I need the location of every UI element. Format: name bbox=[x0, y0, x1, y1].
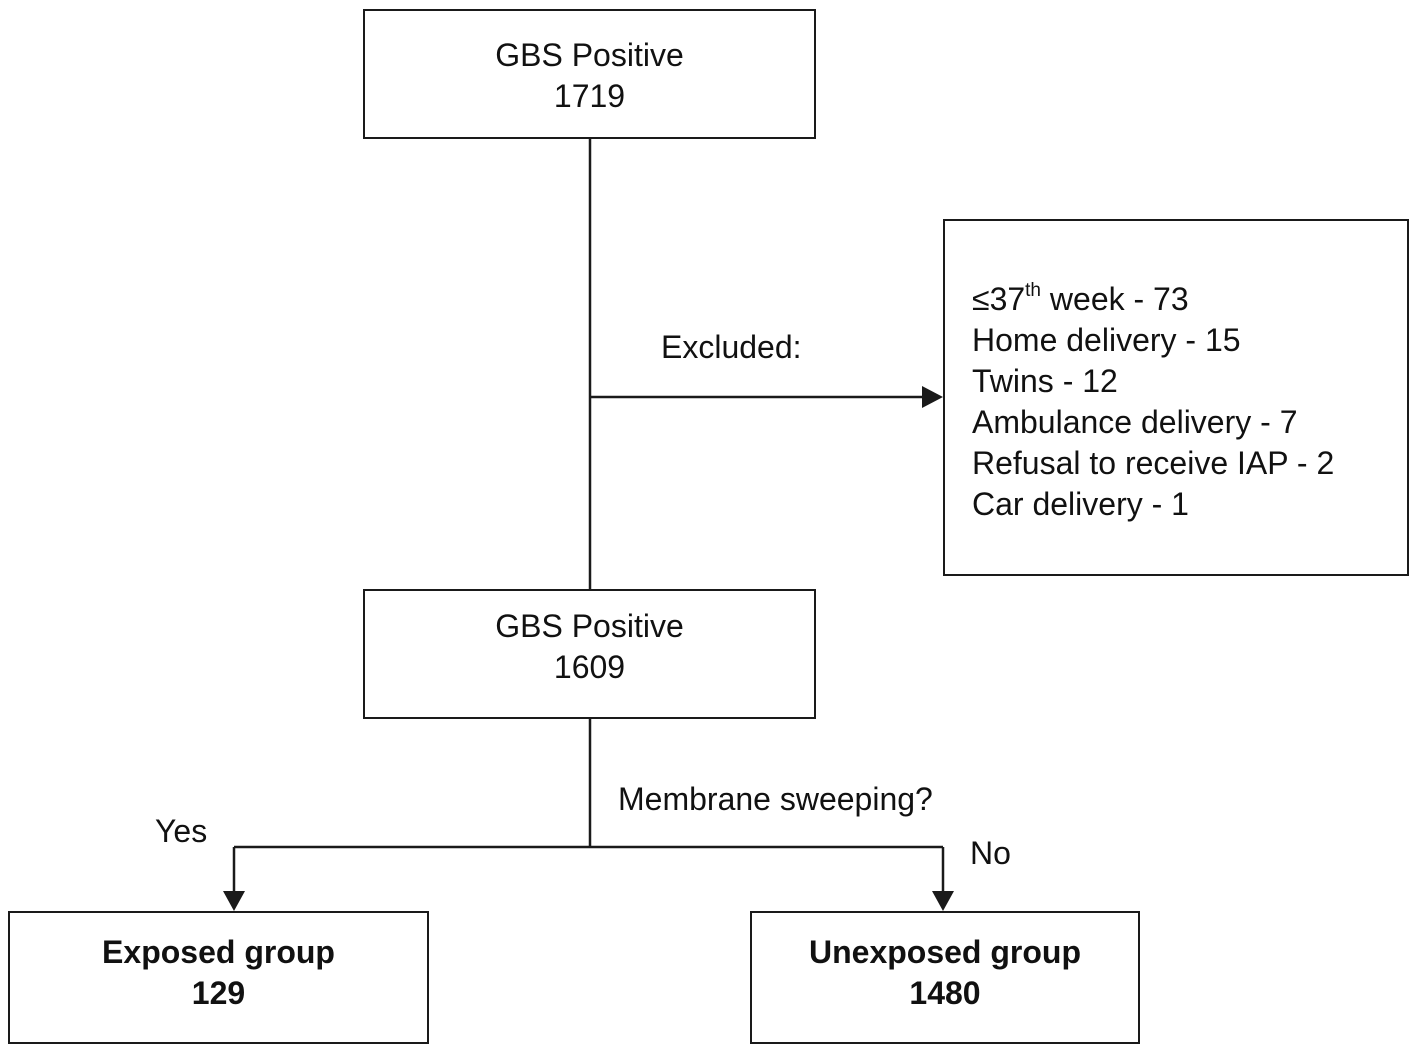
arrowhead-yes bbox=[223, 891, 245, 911]
exclusion-item: Home delivery - 15 bbox=[972, 322, 1241, 358]
box-title: Unexposed group bbox=[808, 934, 1081, 970]
box-count: 1480 bbox=[909, 975, 981, 1011]
exclusion-item-prefix: ≤37 bbox=[972, 281, 1026, 317]
exposed-group-box: Exposed group 129 bbox=[8, 911, 429, 1044]
box-count: 1609 bbox=[553, 649, 626, 685]
arrowhead-no bbox=[932, 891, 954, 911]
exclusion-item: Car delivery - 1 bbox=[972, 486, 1189, 522]
exclusion-item: Ambulance delivery - 7 bbox=[972, 404, 1298, 440]
box-count: 129 bbox=[191, 975, 246, 1011]
exclusion-criteria-box: ≤37th week - 73 Home delivery - 15 Twins… bbox=[943, 219, 1409, 576]
exclusion-item: ≤37th week - 73 bbox=[972, 279, 1407, 320]
membrane-sweeping-question: Membrane sweeping? bbox=[618, 781, 933, 817]
gbs-positive-initial-box: GBS Positive 1719 bbox=[363, 9, 816, 139]
excluded-label: Excluded: bbox=[661, 329, 802, 365]
no-branch-label: No bbox=[970, 835, 1011, 871]
gbs-positive-included-box: GBS Positive 1609 bbox=[363, 589, 816, 719]
box-title: GBS Positive bbox=[495, 608, 684, 644]
exclusion-item-suffix: week - 73 bbox=[1041, 281, 1189, 317]
yes-branch-label: Yes bbox=[155, 813, 208, 849]
exclusion-item: Twins - 12 bbox=[972, 363, 1118, 399]
box-count: 1719 bbox=[553, 78, 626, 114]
exclusion-item: Refusal to receive IAP - 2 bbox=[972, 445, 1335, 481]
box-title: Exposed group bbox=[102, 934, 335, 970]
box-title: GBS Positive bbox=[495, 37, 684, 73]
exclusion-item-sup: th bbox=[1025, 280, 1042, 301]
arrowhead-exclusion bbox=[922, 386, 943, 408]
unexposed-group-box: Unexposed group 1480 bbox=[750, 911, 1140, 1044]
